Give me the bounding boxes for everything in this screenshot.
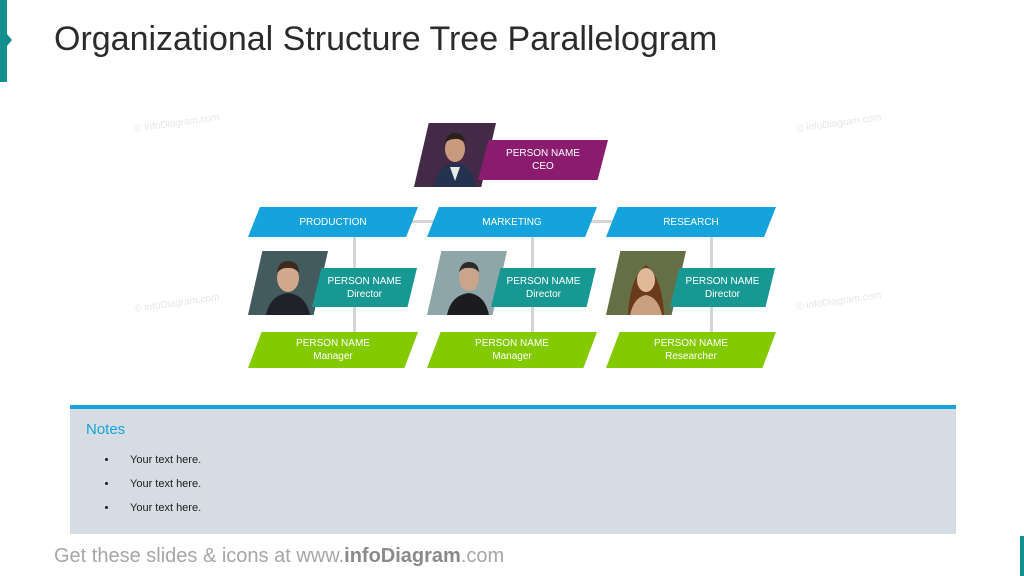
director-name: PERSON NAME [327, 275, 402, 287]
staff-name: PERSON NAME [475, 338, 549, 349]
footer-prefix: Get these slides & icons at www. [54, 545, 345, 567]
watermark: © infoDiagram.com [795, 112, 883, 135]
dept-header-research: RESEARCH [606, 207, 776, 237]
footer-text: Get these slides & icons at www.infoDiag… [54, 545, 504, 568]
footer-suffix: .com [460, 545, 505, 567]
staff-name: PERSON NAME [654, 338, 728, 349]
notes-list: Your text here. Your text here. Your tex… [100, 453, 201, 525]
staff-box-research: PERSON NAME Researcher [606, 332, 776, 368]
director-name: PERSON NAME [506, 275, 581, 287]
ceo-box: PERSON NAME CEO [478, 140, 608, 180]
director-box-production: PERSON NAME Director [312, 268, 417, 307]
staff-box-marketing: PERSON NAME Manager [427, 332, 597, 368]
right-accent-bar [1020, 536, 1024, 576]
staff-box-production: PERSON NAME Manager [248, 332, 418, 368]
director-role: Director [525, 288, 561, 300]
slide-title: Organizational Structure Tree Parallelog… [54, 20, 718, 58]
staff-name: PERSON NAME [296, 338, 370, 349]
watermark: © infoDiagram.com [795, 290, 883, 313]
note-item: Your text here. [118, 453, 201, 477]
notes-title: Notes [86, 421, 126, 438]
notes-panel: Notes Your text here. Your text here. Yo… [70, 405, 956, 534]
note-item: Your text here. [118, 501, 201, 525]
dept-label: RESEARCH [663, 216, 719, 228]
dept-label: MARKETING [482, 216, 542, 228]
director-role: Director [346, 288, 382, 300]
director-photo [248, 251, 328, 315]
note-item: Your text here. [118, 477, 201, 501]
ceo-name: PERSON NAME [506, 148, 580, 159]
dept-header-marketing: MARKETING [427, 207, 597, 237]
director-box-marketing: PERSON NAME Director [491, 268, 596, 307]
footer-brand: infoDiagram [344, 545, 461, 567]
director-role: Director [704, 288, 740, 300]
staff-role: Researcher [665, 351, 717, 362]
director-name: PERSON NAME [685, 275, 760, 287]
director-box-research: PERSON NAME Director [670, 268, 775, 307]
ceo-role: CEO [532, 161, 554, 172]
watermark: © infoDiagram.com [133, 112, 221, 135]
staff-role: Manager [492, 351, 532, 362]
dept-label: PRODUCTION [299, 216, 367, 228]
ceo-photo [414, 123, 496, 187]
watermark: © infoDiagram.com [133, 292, 221, 315]
staff-role: Manager [313, 351, 353, 362]
dept-header-production: PRODUCTION [248, 207, 418, 237]
left-accent-bar [0, 0, 12, 82]
